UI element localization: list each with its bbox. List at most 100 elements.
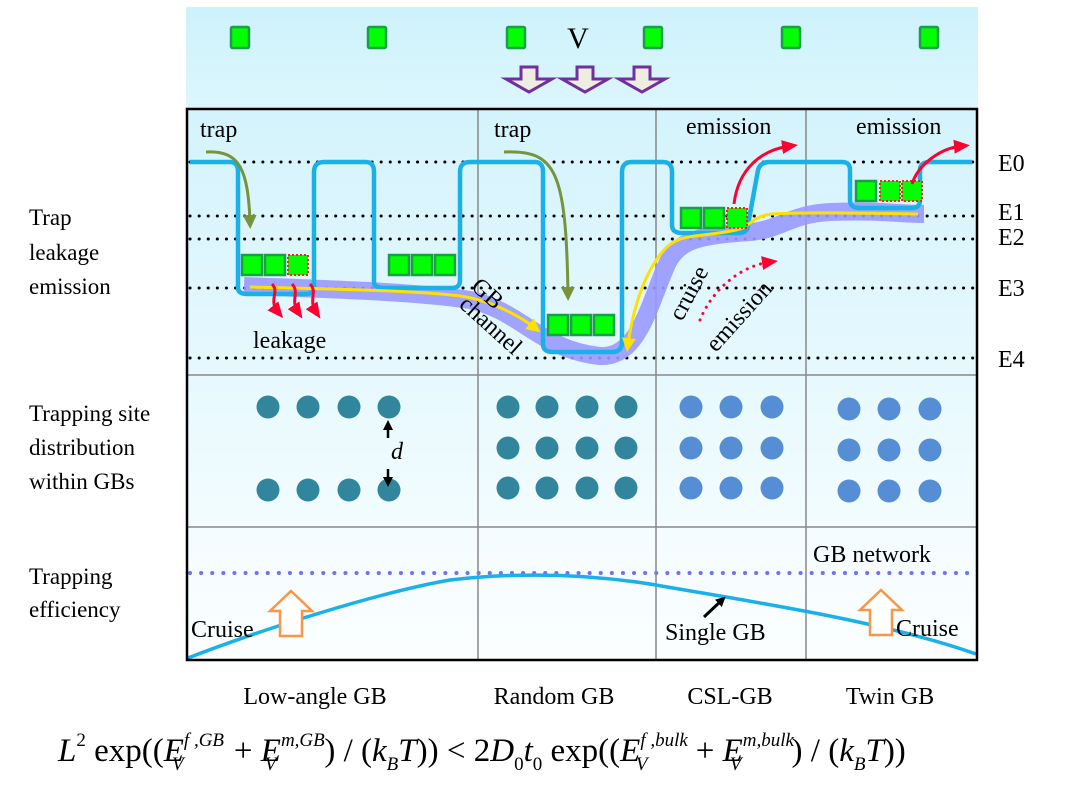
trapping-site-dot xyxy=(719,476,743,500)
trapping-site-dot xyxy=(496,436,520,460)
formula-sup: f ,GB xyxy=(183,730,225,751)
vacancy-square xyxy=(505,25,527,50)
trapped-vacancy-square xyxy=(702,206,726,230)
vacancy-square xyxy=(366,25,388,50)
emission-arrow-icon xyxy=(910,139,970,185)
column-label: Low-angle GB xyxy=(243,684,386,710)
formula-plus: + xyxy=(225,733,261,769)
cruise-label-left: Cruise xyxy=(191,617,254,643)
trapping-site-dot xyxy=(719,436,743,460)
trapping-site-dot xyxy=(877,397,901,421)
emitting-vacancy-square xyxy=(287,254,309,276)
trapping-site-dot xyxy=(337,478,361,502)
vacancy-flux-arrows xyxy=(500,65,671,94)
column-label: CSL-GB xyxy=(687,684,772,710)
formula-close: )) xyxy=(883,733,906,769)
vacancy-square xyxy=(780,25,802,50)
formula-T: T xyxy=(865,733,884,769)
energy-level-e4: E4 xyxy=(998,347,1025,373)
formula-div: ) / ( xyxy=(791,733,840,769)
single-gb-efficiency-curve xyxy=(187,573,977,660)
energy-level-e2: E2 xyxy=(998,225,1025,251)
trapping-site-dot xyxy=(296,478,320,502)
trapping-site-dot xyxy=(760,476,784,500)
trapping-site-dot xyxy=(679,436,703,460)
emitting-vacancy-square xyxy=(726,207,748,229)
cruise-up-arrow-icon xyxy=(266,589,316,638)
trapping-site-dot xyxy=(877,438,901,462)
trapping-site-dot xyxy=(377,395,401,419)
trapping-site-dot xyxy=(535,395,559,419)
formula-exp: exp(( xyxy=(94,733,164,769)
trapping-site-dot xyxy=(760,436,784,460)
trap-label: trap xyxy=(494,117,531,143)
trapping-site-dot xyxy=(575,395,599,419)
formula-sub: V xyxy=(264,754,277,775)
trapping-site-dot xyxy=(719,395,743,419)
formula-L: L xyxy=(58,733,77,769)
trapping-site-dot xyxy=(535,436,559,460)
trapping-criterion-formula: L2 exp((Ef ,GBV + Em,GBV) / (kBT)) < 2D0… xyxy=(58,730,906,776)
row-label-distribution: Trapping site xyxy=(29,401,150,426)
trapped-vacancy-square xyxy=(546,313,570,337)
vacancy-row xyxy=(229,25,940,50)
row-label-energy: Trap xyxy=(29,205,72,230)
cruise-up-arrow-icon xyxy=(856,588,906,637)
single-gb-label: Single GB xyxy=(665,620,766,646)
trapping-site-dot xyxy=(337,395,361,419)
trapping-site-dot xyxy=(837,397,861,421)
trapped-vacancy-square xyxy=(433,253,457,277)
formula-exp: exp(( xyxy=(550,733,621,769)
trapping-site-dot xyxy=(614,436,638,460)
trapping-site-dot xyxy=(918,397,942,421)
trapped-vacancy-square xyxy=(854,179,878,203)
formula-sub: V xyxy=(635,754,648,775)
efficiency-row-bg xyxy=(186,527,978,661)
trapping-site-dot xyxy=(837,438,861,462)
row-dividers xyxy=(186,374,978,528)
trapped-vacancy-square xyxy=(679,206,703,230)
energy-level-e3: E3 xyxy=(998,276,1025,302)
trapping-site-dot xyxy=(877,479,901,503)
trapped-vacancy-square xyxy=(569,313,593,337)
trapping-site-dot xyxy=(496,395,520,419)
trap-arrow-icon xyxy=(205,150,257,229)
vacancy-migration-path-left xyxy=(249,285,541,333)
row-label-distribution: within GBs xyxy=(29,469,134,494)
trapping-site-dot xyxy=(256,395,280,419)
formula-E: E xyxy=(260,733,281,769)
trapped-vacancy-square xyxy=(387,253,411,277)
emission-label: emission xyxy=(856,114,941,140)
formula-k: k xyxy=(372,733,387,769)
formula-sub: 0 xyxy=(514,754,524,775)
formula-sub: V xyxy=(172,754,184,775)
formula-T: T xyxy=(398,733,417,769)
row-label-energy: emission xyxy=(29,274,111,299)
trapping-site-dot xyxy=(760,395,784,419)
formula-plus: + xyxy=(687,733,723,769)
row-label-distribution: distribution xyxy=(29,435,136,460)
formula-sup: m,bulk xyxy=(742,730,794,751)
trapping-site-dot xyxy=(918,479,942,503)
trapping-site-dot xyxy=(535,476,559,500)
trap-arrow-icon xyxy=(503,150,575,301)
trapping-site-dots xyxy=(256,395,942,503)
row-label-energy: leakage xyxy=(29,240,99,265)
trapping-site-dot xyxy=(679,395,703,419)
trapped-vacancy-square xyxy=(410,253,434,277)
formula-sub: 0 xyxy=(532,754,543,775)
trapping-site-dot xyxy=(496,476,520,500)
emission-label: emission xyxy=(686,114,771,140)
emitting-vacancy-square xyxy=(879,180,901,202)
trapped-vacancies xyxy=(240,179,923,337)
trap-label: trap xyxy=(200,117,237,143)
trapping-site-dot xyxy=(918,438,942,462)
trapping-site-dot xyxy=(679,476,703,500)
formula-sub: B xyxy=(386,754,399,775)
trapping-site-dot xyxy=(296,395,320,419)
down-arrow-icon xyxy=(500,65,558,94)
down-arrow-icon xyxy=(556,65,614,94)
vacancy-migration-path-right xyxy=(621,211,919,352)
formula-E: E xyxy=(722,733,743,769)
energy-level-e1: E1 xyxy=(998,200,1025,226)
